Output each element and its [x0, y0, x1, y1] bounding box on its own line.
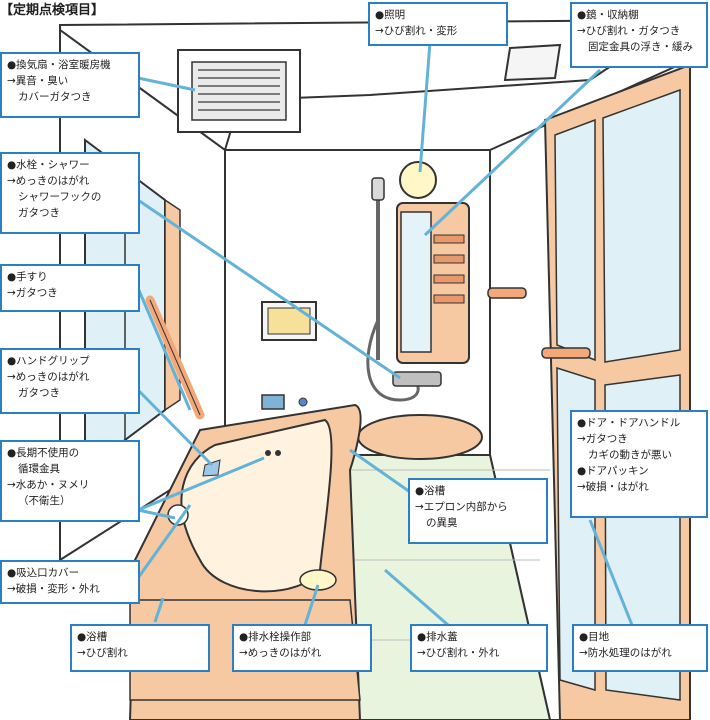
shower — [366, 177, 442, 402]
callout-detail: →ひび割れ・ガタつき — [577, 25, 681, 37]
callout-heading: ●ドア・ドアハンドル — [577, 417, 681, 429]
callout-heading: ●換気扇・浴室暖房機 — [7, 59, 111, 71]
page-title: 【定期点検項目】 — [0, 3, 105, 18]
callout-detail: →エプロン内部から — [415, 501, 508, 513]
callout-detail: →ひび割れ・変形 — [375, 25, 458, 37]
callout-detail: 固定金具の浮き・緩み — [588, 41, 693, 53]
callout-detail: →めっきのはがれ — [239, 647, 322, 659]
callout-detail: （不衛生） — [18, 495, 71, 507]
callout-handrail: ●手すり →ガタつき — [0, 264, 140, 312]
callout-detail: →ひび割れ・外れ — [417, 647, 500, 659]
callout-heading: ●排水蓋 — [417, 631, 458, 643]
ceiling-panel — [503, 43, 562, 82]
callout-detail: →めっきのはがれ — [7, 175, 90, 187]
callout-bathtub-crack: ●浴槽 →ひび割れ — [70, 624, 210, 672]
callout-joint: ●目地 →防水処理のはがれ — [572, 624, 708, 672]
callout-drain-cover: ●排水蓋 →ひび割れ・外れ — [410, 624, 548, 672]
callout-detail: →ガタつき — [7, 287, 58, 299]
callout-detail: →ガタつき — [577, 433, 628, 445]
folding-door — [541, 63, 691, 720]
callout-heading: ●吸込口カバー — [7, 567, 80, 579]
ventilation-fan — [177, 49, 301, 133]
callout-detail: カバーガタつき — [18, 91, 92, 103]
callout-door: ●ドア・ドアハンドル →ガタつき カギの動きが悪い ●ドアパッキン →破損・はが… — [570, 410, 708, 518]
callout-faucet-shower: ●水栓・シャワー →めっきのはがれ シャワーフックの ガタつき — [0, 152, 140, 234]
callout-drain-plug: ●排水栓操作部 →めっきのはがれ — [232, 624, 372, 672]
callout-detail: →破損・変形・外れ — [7, 583, 100, 595]
callout-heading: ●水栓・シャワー — [7, 159, 90, 171]
callout-detail: →異音・臭い — [7, 75, 69, 87]
callout-heading: ●照明 — [375, 9, 406, 21]
callout-mirror-shelf: ●鏡・収納棚 →ひび割れ・ガタつき 固定金具の浮き・緩み — [570, 2, 708, 68]
callout-detail: シャワーフックの — [18, 191, 102, 203]
callout-detail: →防水処理のはがれ — [579, 647, 672, 659]
callout-suction-cover: ●吸込口カバー →破損・変形・外れ — [0, 560, 140, 604]
callout-heading: ●排水栓操作部 — [239, 631, 312, 643]
callout-heading: ●浴槽 — [415, 485, 446, 497]
callout-detail: カギの動きが悪い — [588, 449, 672, 461]
callout-detail: ガタつき — [18, 207, 60, 219]
callout-heading: ●ハンドグリップ — [7, 355, 90, 367]
callout-detail: ガタつき — [18, 387, 60, 399]
callout-detail: →めっきのはがれ — [7, 371, 90, 383]
callout-heading: ●長期不使用の — [7, 447, 80, 459]
callout-detail: 循環金具 — [18, 463, 60, 475]
towel-holder — [487, 287, 527, 299]
callout-detail: の異臭 — [426, 517, 458, 529]
callout-light: ●照明 →ひび割れ・変形 — [368, 2, 508, 46]
callout-heading: ●目地 — [579, 631, 610, 643]
callout-heading: ●浴槽 — [77, 631, 108, 643]
stool — [357, 414, 483, 460]
callout-detail: →破損・はがれ — [577, 481, 649, 493]
callout-ventilation-fan: ●換気扇・浴室暖房機 →異音・臭い カバーガタつき — [0, 52, 140, 118]
callout-bathtub-apron: ●浴槽 →エプロン内部から の異臭 — [408, 478, 548, 544]
callout-heading: ●鏡・収納棚 — [577, 9, 639, 21]
callout-heading: ●手すり — [7, 271, 48, 283]
callout-handgrip: ●ハンドグリップ →めっきのはがれ ガタつき — [0, 348, 140, 414]
callout-detail: →水あか・ヌメリ — [7, 479, 90, 491]
callout-heading: ●ドアパッキン — [577, 465, 649, 477]
callout-circulation-fitting: ●長期不使用の 循環金具 →水あか・ヌメリ （不衛生） — [0, 440, 140, 522]
mirror-cabinet — [396, 202, 470, 364]
wall-light — [399, 161, 437, 199]
callout-detail: →ひび割れ — [77, 647, 128, 659]
